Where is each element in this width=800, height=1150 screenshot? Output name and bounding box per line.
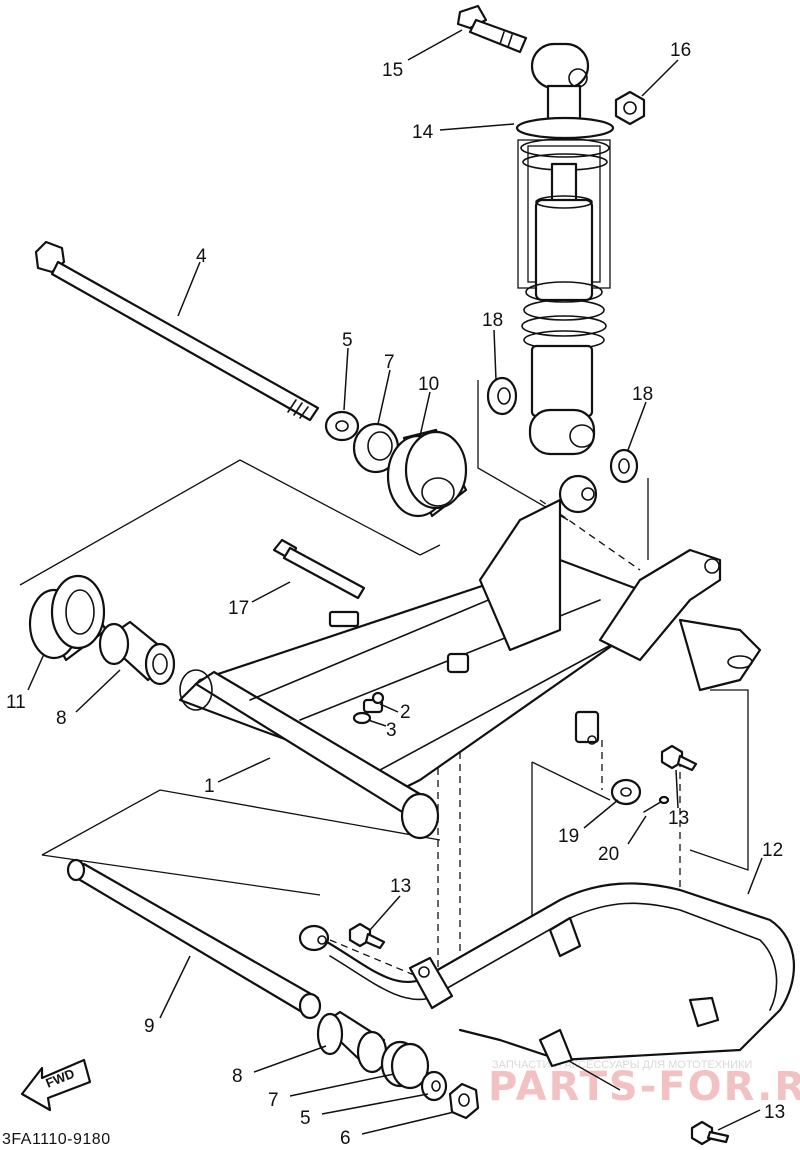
callout-13-lower: 13 — [764, 1102, 785, 1123]
callout-20: 20 — [598, 844, 619, 865]
part-6-nut — [448, 1082, 480, 1120]
callout-8-upper: 8 — [56, 708, 67, 729]
callout-1: 1 — [204, 776, 215, 797]
callout-9: 9 — [144, 1016, 155, 1037]
drawing-code: 3FA1110-9180 — [2, 1131, 111, 1148]
part-13-bolt-middle — [348, 922, 386, 950]
part-13-bolt-upper — [660, 744, 698, 772]
part-19-washer — [610, 778, 642, 806]
callout-13-middle: 13 — [390, 876, 411, 897]
callout-3: 3 — [386, 720, 397, 741]
callout-19: 19 — [558, 826, 579, 847]
part-17-pivot-pin — [272, 538, 366, 600]
callout-8-lower: 8 — [232, 1066, 243, 1087]
part-14-rear-shock-absorber — [515, 42, 615, 456]
leader-lines — [27, 29, 763, 1135]
part-12-frame-bracket — [298, 882, 796, 1068]
part-20-cotter-pin — [643, 795, 670, 813]
part-16-shock-nut — [614, 90, 646, 126]
part-4-pivot-shaft — [34, 240, 320, 422]
callout-7-upper: 7 — [384, 352, 395, 373]
part-8-bushing-lower — [316, 1010, 388, 1074]
callout-17: 17 — [228, 598, 249, 619]
fwd-arrow-icon: FWD — [20, 1058, 92, 1112]
part-3-cap — [352, 711, 372, 725]
watermark: ЗАПЧАСТИ И АКСЕССУАРЫ ДЛЯ МОТОТЕХНИКИ PA… — [488, 1059, 800, 1110]
part-2-grease-nipple — [362, 691, 385, 714]
callout-18-upper: 18 — [482, 310, 503, 331]
part-7-oil-seal-bottom — [380, 1040, 430, 1090]
part-18-washer-right — [609, 448, 639, 484]
part-9-tube — [66, 858, 322, 1020]
callout-6: 6 — [340, 1128, 351, 1149]
callout-18-lower: 18 — [632, 384, 653, 405]
callout-12: 12 — [762, 840, 783, 861]
part-1-swing-arm — [178, 474, 762, 840]
callout-10: 10 — [418, 374, 439, 395]
callout-labels: 15 16 14 4 18 5 7 10 18 17 11 8 2 3 1 19… — [6, 40, 785, 1149]
callout-7-lower: 7 — [268, 1090, 279, 1111]
callout-14: 14 — [412, 122, 434, 143]
callout-15: 15 — [382, 60, 403, 81]
part-8-bushing-upper — [98, 620, 176, 686]
part-5-washer-top — [324, 410, 360, 442]
callout-13-upper: 13 — [668, 808, 689, 829]
part-11-collar — [28, 574, 108, 662]
callout-2: 2 — [400, 702, 411, 723]
callout-5-upper: 5 — [342, 330, 353, 351]
part-13-bolt-lower — [690, 1120, 730, 1146]
part-5-washer-bottom — [420, 1070, 448, 1102]
callout-5-lower: 5 — [300, 1108, 311, 1129]
watermark-main-text: PARTS-FOR.RU — [488, 1064, 800, 1110]
callout-11: 11 — [6, 692, 26, 713]
part-18-washer-left — [486, 376, 518, 416]
callout-16: 16 — [670, 40, 691, 61]
part-10-bushing — [386, 428, 468, 518]
part-15-shock-upper-bolt — [456, 4, 528, 54]
callout-4: 4 — [196, 246, 207, 267]
